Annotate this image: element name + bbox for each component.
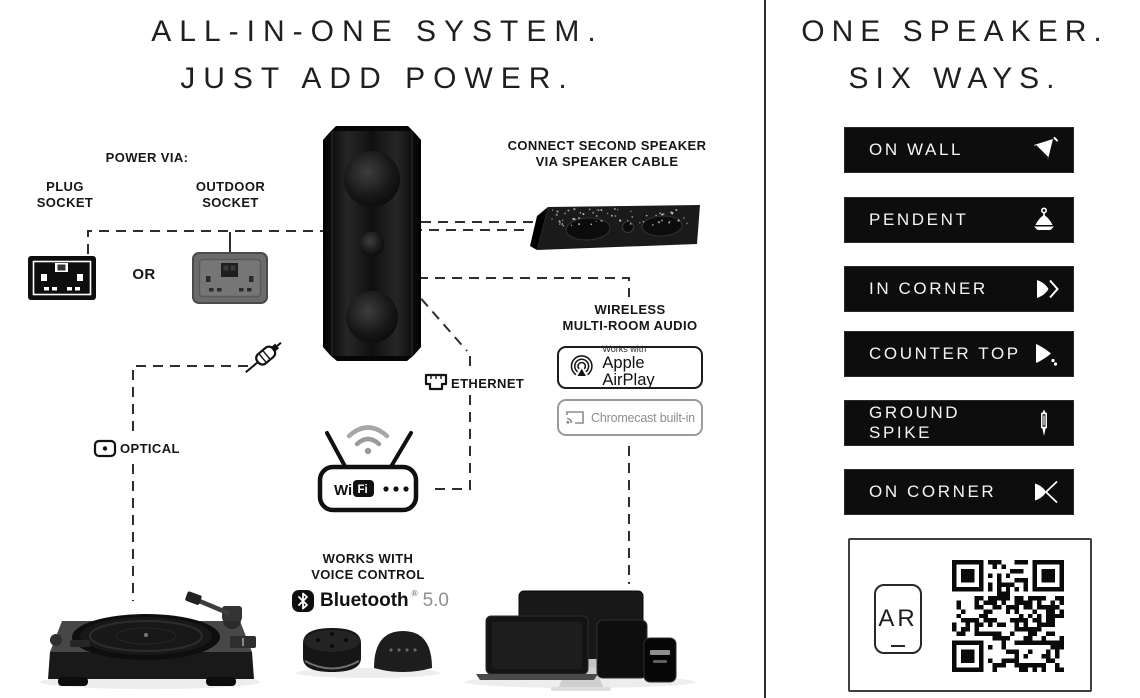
qr-code bbox=[952, 560, 1064, 672]
smart-speakers-illustration bbox=[296, 628, 440, 678]
voice-control-label: WORKS WITH VOICE CONTROL bbox=[311, 551, 425, 582]
mount-option-pendent: PENDENT bbox=[845, 198, 1073, 242]
ar-label: AR bbox=[878, 605, 918, 632]
bluetooth-version: 5.0 bbox=[422, 590, 449, 611]
mount-option-on-wall: ON WALL bbox=[845, 128, 1073, 172]
ground-spike-icon bbox=[1029, 408, 1059, 438]
wall-mount-speaker-icon bbox=[1029, 135, 1059, 165]
second-speaker-illustration bbox=[530, 205, 700, 250]
cable-connector-icon bbox=[245, 341, 282, 374]
or-label: OR bbox=[132, 266, 156, 283]
airplay-icon bbox=[570, 354, 593, 378]
pendant-speaker-icon bbox=[1029, 205, 1059, 235]
plug-socket-label: PLUG SOCKET bbox=[36, 179, 94, 210]
bluetooth-registered-mark: ® bbox=[411, 589, 418, 598]
mount-option-in-corner: IN CORNER bbox=[845, 267, 1073, 311]
airplay-badge-small-text: Works with bbox=[602, 344, 647, 355]
wifi-router-illustration: Wi Fi bbox=[317, 425, 419, 513]
ar-qr-panel: AR bbox=[848, 538, 1092, 692]
mount-option-counter-top: COUNTER TOP bbox=[845, 332, 1073, 376]
on-corner-speaker-icon bbox=[1029, 477, 1059, 507]
second-speaker-label: CONNECT SECOND SPEAKER VIA SPEAKER CABLE bbox=[507, 138, 707, 169]
mount-option-ground-spike: GROUND SPIKE bbox=[845, 401, 1073, 445]
airplay-badge-big-text: Apple AirPlay bbox=[602, 353, 655, 390]
airplay-badge: Works with Apple AirPlay bbox=[557, 344, 703, 390]
ar-phone-icon: AR bbox=[874, 584, 922, 654]
ethernet-label: ETHERNET bbox=[451, 376, 525, 391]
bluetooth-label: Bluetooth bbox=[320, 590, 409, 611]
optical-label: OPTICAL bbox=[120, 441, 180, 456]
devices-illustration bbox=[465, 590, 695, 691]
connector-lines bbox=[87, 221, 630, 601]
left-title-line2: JUST ADD POWER. bbox=[180, 62, 575, 95]
outdoor-socket-label: OUTDOOR SOCKET bbox=[195, 179, 266, 210]
chromecast-badge: Chromecast built-in bbox=[557, 399, 703, 436]
panel-divider bbox=[764, 0, 766, 698]
right-title: ONE SPEAKER. SIX WAYS. bbox=[790, 8, 1120, 102]
outdoor-socket-illustration bbox=[192, 252, 268, 304]
main-speaker-illustration bbox=[323, 126, 421, 361]
mount-option-on-corner: ON CORNER bbox=[845, 470, 1073, 514]
power-via-heading: POWER VIA: bbox=[105, 150, 189, 165]
optical-port-icon bbox=[93, 439, 117, 458]
ethernet-port-icon bbox=[424, 373, 448, 391]
left-title-line1: ALL-IN-ONE SYSTEM. bbox=[151, 15, 604, 48]
right-title-line2: SIX WAYS. bbox=[848, 62, 1062, 95]
in-corner-speaker-icon bbox=[1029, 274, 1059, 304]
bluetooth-icon bbox=[292, 590, 314, 612]
phone-home-dash bbox=[891, 644, 905, 647]
router-fi-label: Fi bbox=[358, 484, 368, 496]
left-title: ALL-IN-ONE SYSTEM. JUST ADD POWER. bbox=[55, 8, 700, 102]
wireless-multiroom-label: WIRELESS MULTI-ROOM AUDIO bbox=[562, 302, 698, 333]
router-wi-label: Wi bbox=[334, 482, 352, 499]
counter-top-speaker-icon bbox=[1029, 339, 1059, 369]
turntable-illustration bbox=[40, 591, 260, 689]
plug-socket-illustration bbox=[28, 256, 96, 300]
bluetooth-row: Bluetooth ® 5.0 bbox=[290, 587, 450, 615]
right-title-line1: ONE SPEAKER. bbox=[801, 15, 1109, 48]
cast-icon bbox=[566, 411, 584, 424]
chromecast-badge-text: Chromecast built-in bbox=[591, 410, 695, 425]
